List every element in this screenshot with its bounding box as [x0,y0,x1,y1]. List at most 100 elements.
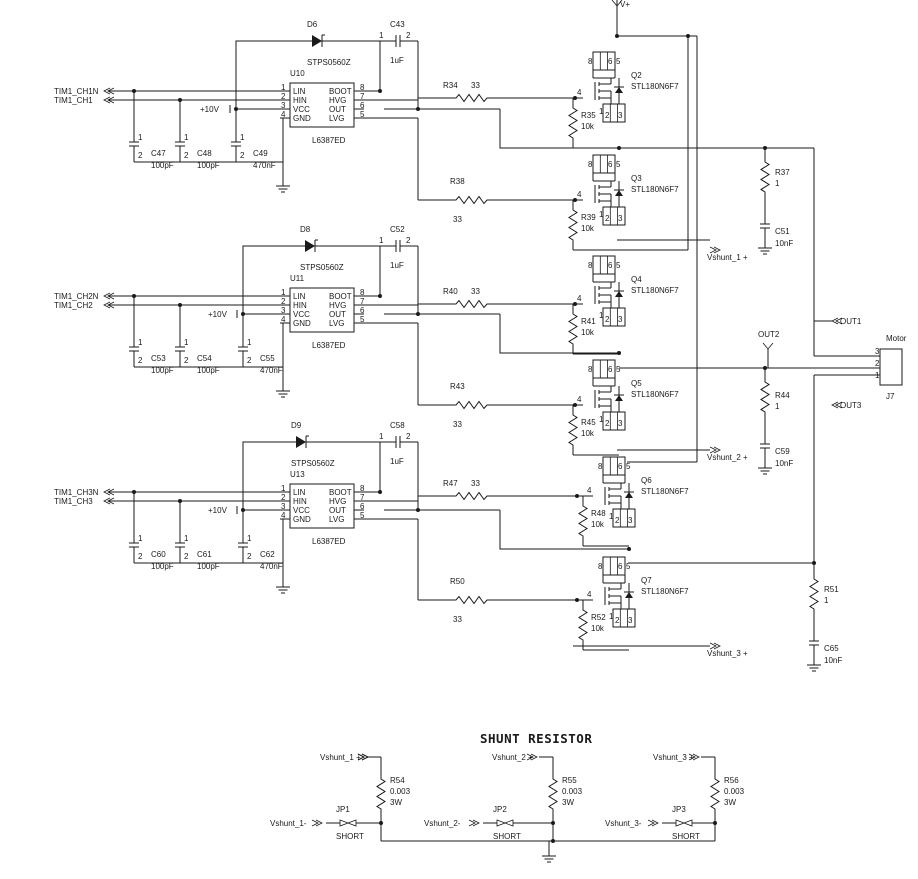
ic-pin-label: BOOT [329,488,352,497]
cap-pin-number: 2 [184,356,189,365]
mosfet-refdes: Q2 [631,71,642,80]
mosfet-pin-number: 6 [608,261,613,270]
cap-pin-number: 1 [379,236,384,245]
gate-resistor-refdes: R50 [450,577,465,586]
mosfet-pin-number: 6 [618,562,623,571]
ic-pin-label: HIN [293,96,307,105]
mosfet-pin-number: 3 [618,315,623,324]
junction-dot [132,490,136,494]
ic-pin-number: 6 [360,101,365,110]
junction-dot [178,98,182,102]
pulldown-resistor [568,205,578,245]
cap-pin-number: 1 [379,432,384,441]
vbus-arrow [611,0,623,7]
ic-pin-number: 3 [281,306,286,315]
input-net-label: TIM1_CH1N [54,87,99,96]
supply-label: +10V [200,105,220,114]
snubber-r-refdes: R37 [775,168,790,177]
cap-refdes: C49 [253,149,268,158]
connector-refdes: J7 [886,392,895,401]
mosfet-pin-number: 5 [626,462,631,471]
diode-part: STPS0560Z [291,459,335,468]
cap-pin-number: 2 [406,31,411,40]
jumper-symbol [675,819,686,827]
ic-pin-number: 4 [281,511,286,520]
mosfet-pin-number: 1 [609,612,614,621]
cap-pin-number: 1 [184,133,189,142]
ic-pin-label: LVG [329,114,344,123]
ic-pin-label: HIN [293,497,307,506]
diode-refdes: D8 [300,225,311,234]
driver-refdes: U11 [290,274,305,283]
ic-pin-number: 2 [281,92,286,101]
cap-pin-number: 2 [406,432,411,441]
jumper-value: SHORT [493,832,521,841]
boot-cap-refdes: C52 [390,225,405,234]
ic-pin-label: OUT [329,310,346,319]
junction-dot [573,302,577,306]
mosfet-pin-number: 3 [618,214,623,223]
mosfet-pin-number: 2 [605,214,610,223]
cap-pin-number: 2 [247,552,252,561]
cap-refdes: C47 [151,149,166,158]
junction-dot [617,351,621,355]
gate-resistor [449,492,494,500]
ic-pin-label: LVG [329,515,344,524]
mosfet-pin-number: 1 [609,512,614,521]
ic-pin-number: 5 [360,110,365,119]
shunt-refdes: R54 [390,776,405,785]
supply-label: +10V [208,506,228,515]
gate-resistor-value: 33 [453,215,462,224]
mosfet-refdes: Q7 [641,576,652,585]
cap-pin-number: 2 [138,151,143,160]
gate-resistor-value: 33 [471,287,480,296]
junction-dot [573,403,577,407]
junction-dot [627,547,631,551]
shunt-plus-label: Vshunt_3 + [653,753,694,762]
connector-body [879,348,903,386]
ic-pin-number: 2 [281,493,286,502]
mosfet-pin-number: 8 [588,365,593,374]
ground-symbol [541,849,557,863]
mosfet-pin-number: 2 [605,419,610,428]
cap-value: 100pF [151,562,174,571]
net-arrow [647,819,659,827]
mosfet-part: STL180N6F7 [631,286,679,295]
driver-refdes: U10 [290,69,305,78]
snubber-c-refdes: C65 [824,644,839,653]
ic-pin-number: 8 [360,288,365,297]
shunt-section: SHUNT RESISTORR540.0033WJP1SHORTR550.003… [270,731,745,863]
ic-pin-label: HIN [293,301,307,310]
boot-cap-refdes: C43 [390,20,405,29]
shunt-power: 3W [724,798,736,807]
driver-refdes: U13 [290,470,305,479]
shunt-minus-label: Vshunt_2- [424,819,461,828]
shunt-resistor [548,774,558,814]
ground-symbol [757,241,773,255]
mosfet-pin-number: 5 [626,562,631,571]
jumper-symbol [346,819,357,827]
mosfet-pin-number: 6 [608,365,613,374]
shunt-plus-label: Vshunt_1 + [320,753,361,762]
mosfet-pin-number: 8 [598,462,603,471]
shunt-minus-label: Vshunt_1- [270,819,307,828]
snubber-capacitor [808,626,820,660]
gate-pin-number: 4 [577,395,582,404]
pulldown-resistor [568,103,578,143]
jumper-refdes: JP1 [336,805,350,814]
vshunt-return-3: Vshunt_3 + [707,642,748,658]
input-net-label: TIM1_CH2N [54,292,99,301]
cap-value: 470nF [253,161,276,170]
diode-part: STPS0560Z [300,263,344,272]
gate-pin-number: 4 [587,590,592,599]
snubber-c-value: 10nF [775,459,793,468]
snubber-resistor [809,574,819,614]
junction-dot [575,598,579,602]
output-net-label: OUT3 [840,401,862,410]
vshunt-net-label: Vshunt_3 + [707,649,748,658]
gate-resistor-value: 33 [453,420,462,429]
